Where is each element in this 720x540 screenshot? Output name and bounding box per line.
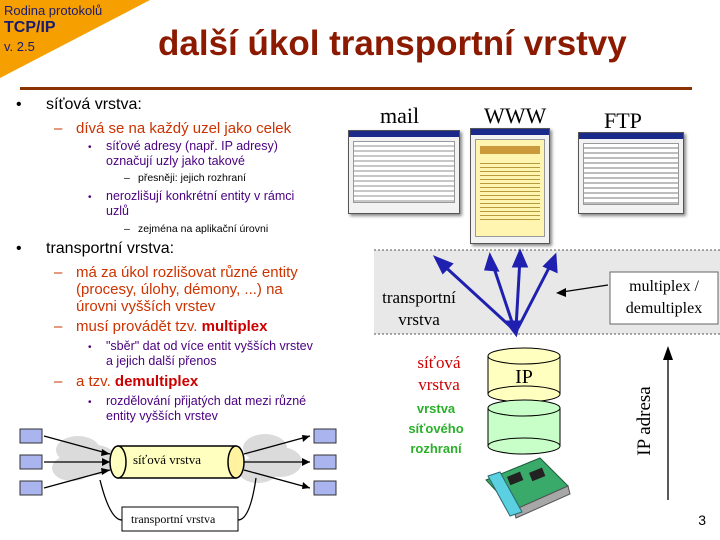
mail-app-window (348, 130, 460, 214)
network-card-icon (485, 457, 571, 519)
title-rule (20, 87, 692, 90)
item-app-level: zejména na aplikační úrovni (138, 223, 269, 235)
slide-title: další úkol transportní vrstvy (158, 24, 627, 63)
transport-box-label: transportní vrstva (131, 512, 216, 526)
badge-version: v. 2.5 (4, 39, 35, 54)
transport-layer-label: transportní vrstva (382, 288, 456, 329)
network-layer-label: síťová vrstva (417, 353, 461, 394)
badge-protocol: TCP/IP (4, 19, 56, 36)
app-label-mail: mail (380, 103, 420, 128)
multiplex-prefix: musí provádět tzv. (76, 318, 202, 335)
item-multiplex: musí provádět tzv. multiplex (76, 318, 267, 335)
mux-label-box (609, 271, 719, 325)
item-collect-2: a jejich další přenos (106, 354, 217, 368)
app-label-ftp: FTP (604, 108, 642, 133)
www-app-window (470, 128, 550, 244)
badge-family: Rodina protokolů (4, 3, 103, 18)
interface-cylinder (487, 399, 561, 455)
bullet-transport-layer: transportní vrstva: (46, 240, 175, 257)
subbullet-dot: • (88, 142, 92, 153)
subbullet-dot: • (88, 397, 92, 408)
mux-diagram (19, 428, 337, 532)
dash: – (124, 223, 130, 235)
mux-arrows (432, 248, 558, 338)
bullet-network-layer: síťová vrstva: (46, 96, 142, 113)
bullet-dot: • (16, 240, 22, 257)
demultiplex-prefix: a tzv. (76, 373, 115, 390)
dash: – (54, 318, 63, 335)
item-network-addresses-1: síťové adresy (např. IP adresy) (106, 139, 278, 153)
app-label-www: WWW (484, 103, 547, 128)
item-no-entities-1: nerozlišují konkrétní entity v rámci (106, 189, 295, 203)
ftp-app-window (578, 132, 684, 214)
pipe-label: síťová vrstva (133, 452, 202, 467)
item-interfaces: přesněji: jejich rozhraní (138, 172, 246, 184)
dash: – (124, 172, 130, 184)
item-distribute-1: rozdělování přijatých dat mezi různé (106, 394, 307, 408)
item-network-addresses-2: označují uzly jako takové (106, 154, 245, 168)
item-demultiplex: a tzv. demultiplex (76, 373, 198, 390)
transport-box (121, 506, 239, 532)
subbullet-dot: • (88, 342, 92, 353)
page-number: 3 (698, 512, 706, 528)
mux-label: multiplex / demultiplex (625, 278, 703, 317)
item-distinguish-2: (procesy, úlohy, démony, ...) na (76, 281, 283, 298)
item-distribute-2: entity vyšších vrstev (106, 409, 218, 423)
dash: – (54, 120, 63, 137)
multiplex-term: multiplex (201, 318, 268, 335)
ip-label: IP (515, 366, 533, 388)
interface-layer-label: vrstva síťového rozhraní (408, 401, 464, 456)
item-distinguish-1: má za úkol rozlišovat různé entity (76, 264, 298, 281)
ip-cylinder (487, 347, 561, 403)
subbullet-dot: • (88, 192, 92, 203)
dash: – (54, 264, 63, 281)
bullet-dot: • (16, 96, 22, 113)
dash: – (54, 373, 63, 390)
item-collect-1: "sběr" dat od více entit vyšších vrstev (106, 339, 313, 353)
item-node-whole: dívá se na každý uzel jako celek (76, 120, 292, 137)
demultiplex-term: demultiplex (114, 373, 199, 390)
ip-address-label: IP adresa (634, 386, 655, 456)
item-distinguish-3: úrovni vyšších vrstev (76, 298, 216, 315)
item-no-entities-2: uzlů (106, 204, 129, 218)
